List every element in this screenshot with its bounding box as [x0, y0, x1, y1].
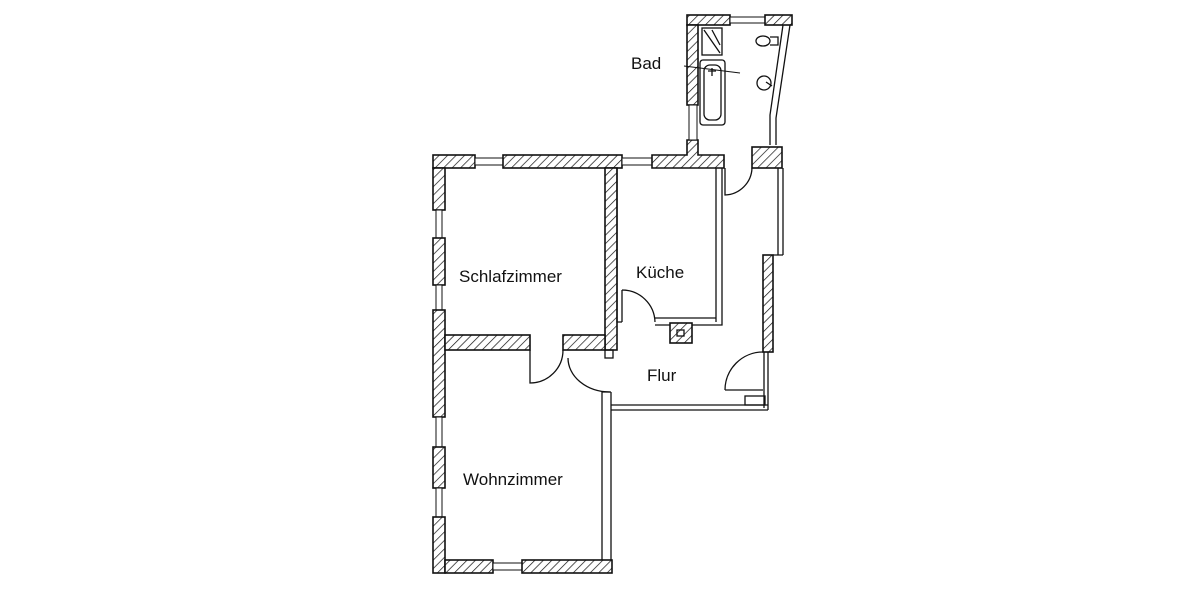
window	[435, 209, 443, 239]
window	[492, 562, 523, 571]
doors	[529, 167, 764, 393]
door-bad	[724, 167, 753, 196]
window	[688, 104, 698, 141]
chimney-icon	[669, 322, 693, 344]
window	[435, 487, 443, 518]
door-wohnzimmer	[529, 349, 564, 384]
window	[621, 157, 653, 166]
window	[435, 416, 443, 448]
window	[474, 157, 504, 166]
walls	[432, 14, 793, 574]
room-label-flur: Flur	[647, 366, 677, 385]
bathtub-icon	[699, 59, 726, 126]
shower-icon	[701, 27, 723, 56]
window	[435, 284, 443, 311]
door-entrance	[724, 351, 764, 391]
window	[729, 16, 766, 24]
fixtures	[669, 27, 779, 344]
room-label-schlafzimmer: Schlafzimmer	[459, 267, 562, 286]
room-label-wohnzimmer: Wohnzimmer	[463, 470, 563, 489]
toilet-icon	[755, 35, 771, 47]
room-label-kueche: Küche	[636, 263, 684, 282]
bad-leader-line	[683, 65, 741, 74]
door-kueche	[621, 289, 656, 323]
room-label-bad: Bad	[631, 54, 661, 73]
door-flur	[567, 357, 611, 393]
sink-icon	[756, 75, 772, 91]
thin-walls	[601, 24, 791, 560]
